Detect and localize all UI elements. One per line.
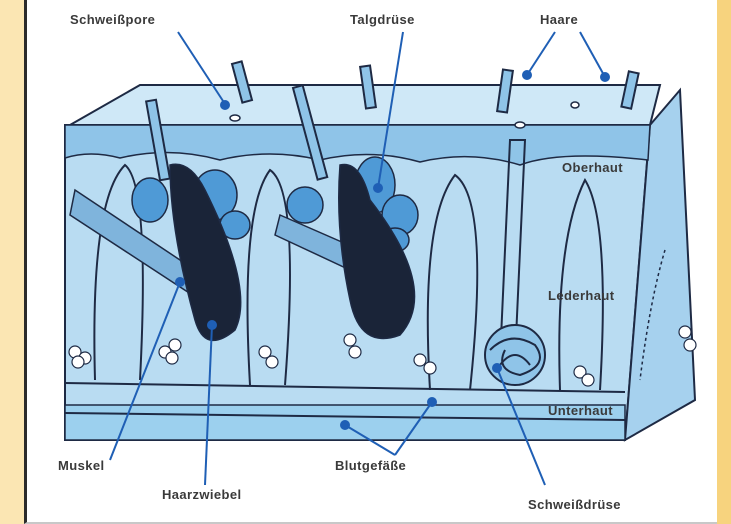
label-hair-bulb: Haarzwiebel bbox=[162, 487, 242, 502]
sweat-gland-coil bbox=[485, 325, 545, 385]
label-sweat-pore: Schweißpore bbox=[70, 12, 155, 27]
label-sweat-gland: Schweißdrüse bbox=[528, 497, 621, 512]
label-epidermis: Oberhaut bbox=[562, 160, 623, 175]
label-hairs: Haare bbox=[540, 12, 578, 27]
label-blood-vessels: Blutgefäße bbox=[335, 458, 406, 473]
label-subcutis: Unterhaut bbox=[548, 403, 613, 418]
label-muscle: Muskel bbox=[58, 458, 104, 473]
label-sebaceous-gland: Talgdrüse bbox=[350, 12, 415, 27]
label-dermis: Lederhaut bbox=[548, 288, 614, 303]
